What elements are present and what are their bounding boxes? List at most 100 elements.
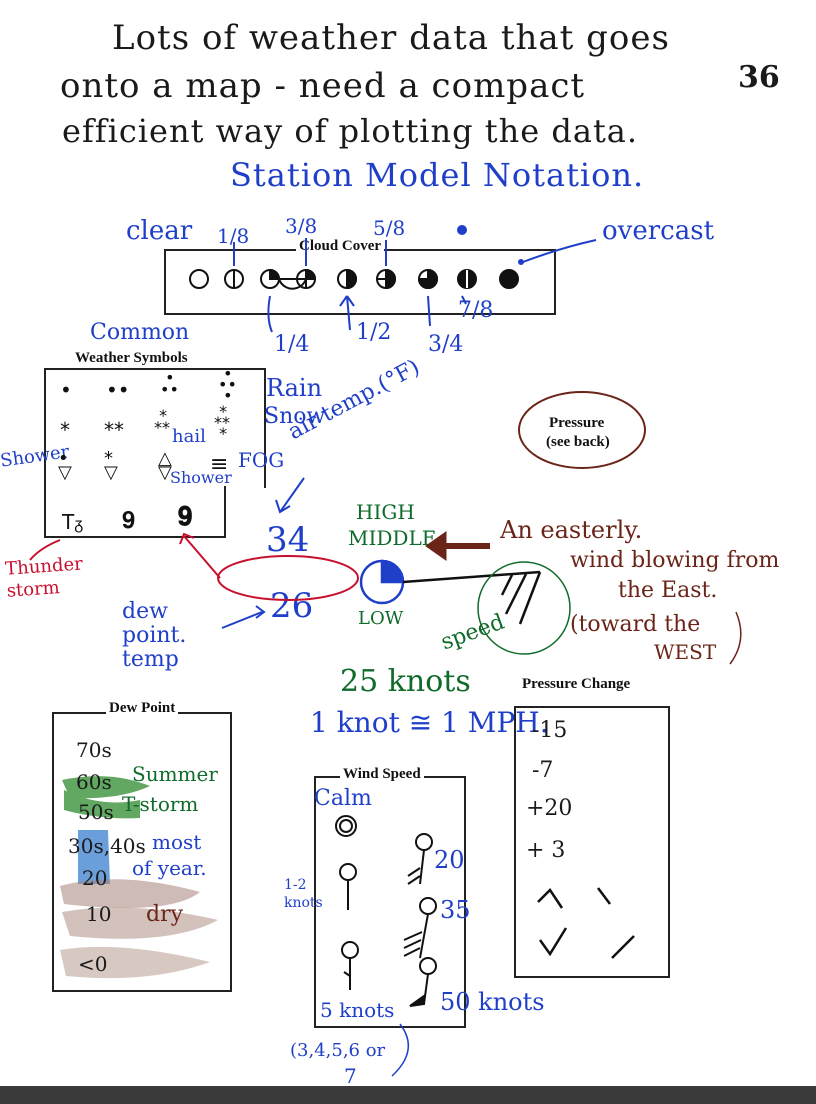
dew-note-most: most [152,830,202,854]
wind-barb-half [500,574,514,596]
cloud-7-8-icon [457,269,477,289]
rain-shower-icon: •▽ [58,448,72,483]
label-hail: hail [172,426,206,447]
dew-note-summer: Summer [132,762,218,786]
dew-note-dry: dry [146,902,184,927]
station-model [359,559,542,625]
speed-circle [477,561,571,655]
snow-shower-icon: *▽ [104,448,118,483]
cloud-annotation-marks [233,225,597,333]
highlight-brown [60,879,200,908]
pressure-change-box [514,706,670,978]
wind-note-5: WEST [654,640,717,664]
wind-1-2-icon [339,863,357,910]
weather-symbols-box [44,368,266,488]
pressure-ellipse [518,391,646,469]
easterly-arrow-icon [425,531,490,561]
knot-equivalence: 1 knot ≅ 1 MPH. [310,706,549,739]
wind-note-line-1: (3,4,5,6 or [290,1040,386,1061]
dew-point-highlights [60,776,218,979]
wind-20-label: 20 [434,846,465,874]
tendency-up-down-icon [537,888,564,909]
weather-symbols-box-lower [44,486,226,538]
cloud-cover-heading: Cloud Cover [296,238,385,255]
air-temp-value: 34 [266,520,310,560]
pressure-change-value-3: +20 [526,796,573,821]
wind-note-line-2: 7 [344,1064,357,1088]
cloud-high-label: HIGH [356,500,415,524]
cloud-frac-3-4: 3/4 [428,332,464,357]
dew-note-tstorm: T-storm [122,792,199,816]
highlight-blue [78,830,110,884]
cloud-middle-label: MIDDLE [348,526,437,550]
snow-1-icon: * [60,418,70,442]
wind-note-2: wind blowing from [570,548,780,573]
title-line-3: efficient way of plotting the data. [62,112,639,150]
pressure-line-2: (see back) [546,434,610,450]
temp-pointer-arrows [221,477,305,629]
rain-3-icon: ••• [160,368,179,399]
wind-35-label: 35 [440,896,471,924]
red-pointer-arrows [29,532,221,579]
thunderstorm-1-icon: Tᵹ [62,510,84,534]
wind-note-3: the East. [618,578,718,603]
snow-4-icon: *** * [214,402,230,443]
wind-5-label: 5 knots [320,998,395,1022]
tendency-rise-icon [611,935,635,959]
note-common: Common [90,320,190,345]
pressure-change-heading: Pressure Change [522,676,631,692]
title-line-2: onto a map - need a compact [60,66,586,106]
hurricane-icon: 𝟗 [178,502,193,532]
cloud-frac-1-2: 1/2 [356,320,392,345]
thunderstorm-ellipse [217,555,359,601]
cloud-cover-symbols [189,268,519,290]
cloud-5-8-icon [376,268,396,290]
station-cloud-fill-icon [380,559,405,584]
wind-speed-heading: Wind Speed [340,766,424,783]
wind-note-4: (toward the [570,612,701,637]
cloud-low-label: LOW [358,608,404,629]
wind-barb-2 [504,573,528,615]
wind-35-icon [403,897,437,959]
tropical-storm-icon: 𝟗 [122,506,136,534]
cloud-frac-1-4: 1/4 [274,332,310,357]
cloud-1-4-icon [260,268,281,289]
title-line-1: Lots of weather data that goes [112,18,670,58]
wind-note-paren [391,1023,410,1077]
page-number: 36 [738,60,780,95]
rain-4-icon: ••• • [218,364,237,405]
rain-2-icon: •• [106,378,130,402]
wind-1-2-label: 1-2 knots [284,877,323,911]
fog-icon: ≡ [210,452,229,477]
dew-row-60s: 60s [76,770,112,794]
tendency-down-icon [597,887,611,905]
label-rain: Rain [266,374,323,402]
dew-row-10: 10 [86,902,112,926]
cloud-1-2-icon [337,268,357,290]
wind-staff [402,570,541,584]
cloud-1-8-icon [224,269,244,289]
scan-edge [0,1086,816,1104]
pressure-change-value-1: -15 [532,718,568,743]
label-hail-shower: Shower [170,468,232,487]
wind-20-icon [407,833,433,885]
highlight-green [62,776,150,799]
pressure-change-value-4: + 3 [526,838,566,863]
wind-50-icon [409,957,437,1007]
cloud-label-clear: clear [126,216,193,246]
wind-note-1: An easterly. [500,516,643,544]
wind-calm-label: Calm [314,786,372,811]
dew-row-50s: 50s [78,800,114,824]
subtitle: Station Model Notation. [230,156,645,194]
hail-shower-icon: △▽ [158,448,172,483]
wind-note-bracket [729,611,742,665]
pressure-tendency-symbols [537,887,635,959]
label-fog: FOG [238,448,285,472]
dew-row-30s-40s: 30s,40s [68,834,146,858]
pressure-change-value-2: -7 [532,758,554,783]
snow-3-icon: *** [154,406,170,437]
dew-row-20: 20 [82,866,108,890]
dew-row-70s: 70s [76,738,112,762]
dew-note-of-year: of year. [132,856,207,880]
